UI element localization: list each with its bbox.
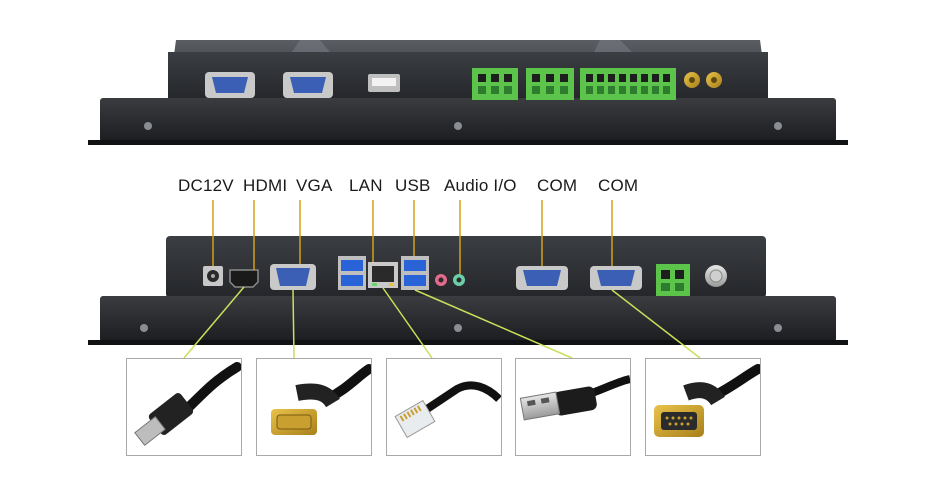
serial-cable-thumbnail	[645, 358, 761, 456]
label-com-1: COM	[537, 176, 578, 195]
screw-icon	[774, 122, 782, 130]
ethernet-cable-icon	[394, 381, 501, 439]
screw-icon	[454, 324, 462, 332]
top-usb-port	[368, 74, 400, 92]
hdmi-cable-thumbnail	[126, 358, 242, 456]
label-pointer-lines	[212, 200, 613, 274]
usb-cable-icon	[519, 375, 630, 421]
top-antenna-connector-1	[684, 72, 700, 88]
top-mounting-flange	[100, 98, 836, 142]
screw-icon	[454, 122, 462, 130]
hdmi-port	[229, 269, 259, 288]
bottom-mounting-flange	[100, 296, 836, 342]
lan-cable-thumbnail	[386, 358, 502, 456]
power-button	[705, 265, 727, 287]
top-antenna-connector-2	[706, 72, 722, 88]
label-usb: USB	[395, 176, 431, 195]
screw-icon	[140, 324, 148, 332]
vga-cable-thumbnail	[256, 358, 372, 456]
vga-cable-icon	[271, 364, 371, 435]
top-terminal-block-1	[472, 68, 518, 100]
top-com-port-1	[205, 72, 255, 98]
usb-port-stack-2	[401, 256, 429, 290]
audio-in-jack	[453, 274, 465, 286]
screw-icon	[144, 122, 152, 130]
lan-port	[368, 262, 398, 288]
cable-leader-lines	[183, 286, 701, 359]
com-port-2	[590, 266, 642, 290]
usb-cable-thumbnail	[515, 358, 631, 456]
label-vga: VGA	[296, 176, 333, 195]
top-io-panel	[168, 52, 768, 100]
top-terminal-block-3	[580, 68, 676, 100]
label-lan: LAN	[349, 176, 383, 195]
power-terminal-block	[656, 264, 690, 296]
top-com-port-2	[283, 72, 333, 98]
vga-port	[270, 264, 316, 290]
label-com-2: COM	[598, 176, 639, 195]
label-audio-io: Audio I/O	[444, 176, 517, 195]
com-port-1	[516, 266, 568, 290]
hdmi-cable-icon	[134, 362, 241, 447]
screw-icon	[774, 324, 782, 332]
label-dc12v: DC12V	[178, 176, 234, 195]
audio-out-jack	[435, 274, 447, 286]
serial-cable-icon	[654, 364, 760, 437]
usb-port-stack-1	[338, 256, 366, 290]
label-hdmi: HDMI	[243, 176, 288, 195]
top-terminal-block-2	[526, 68, 574, 100]
bottom-panel	[88, 236, 848, 345]
dc12v-jack	[203, 266, 223, 286]
top-panel	[88, 40, 848, 145]
